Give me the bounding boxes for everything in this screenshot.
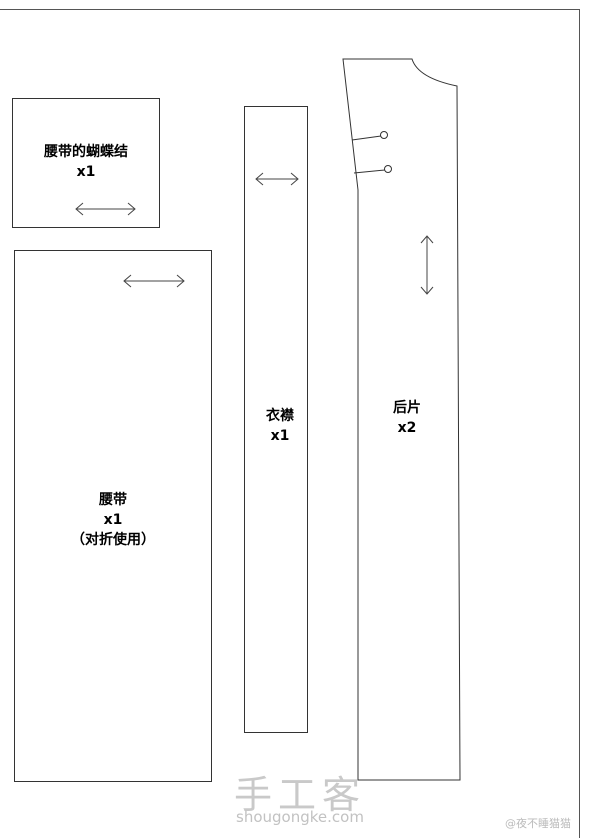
back-label: 后片 x2 bbox=[372, 398, 442, 438]
grain-arrow-bow bbox=[75, 202, 136, 216]
belt-name: 腰带 bbox=[99, 492, 127, 508]
back-qty: x2 bbox=[397, 420, 417, 436]
weibo-watermark: @夜不睡猫猫 bbox=[505, 817, 571, 830]
belt-pattern-piece bbox=[14, 250, 212, 782]
placket-name: 衣襟 bbox=[266, 408, 294, 424]
watermark-site: shougongke.com bbox=[236, 808, 364, 826]
placket-label: 衣襟 x1 bbox=[244, 406, 316, 446]
page-border-top bbox=[0, 9, 580, 10]
button-mark-1 bbox=[380, 131, 388, 139]
bow-name: 腰带的蝴蝶结 bbox=[44, 144, 128, 160]
placket-qty: x1 bbox=[270, 428, 290, 444]
watermark-title: 手工客 bbox=[233, 773, 366, 817]
back-pattern-piece bbox=[342, 58, 461, 781]
bow-label: 腰带的蝴蝶结 x1 bbox=[12, 142, 160, 182]
belt-label: 腰带 x1 （对折使用） bbox=[14, 490, 212, 550]
button-mark-line-2 bbox=[353, 169, 386, 174]
bow-qty: x1 bbox=[76, 164, 96, 180]
bow-pattern-piece bbox=[12, 98, 160, 228]
back-name: 后片 bbox=[393, 400, 421, 416]
button-mark-2 bbox=[384, 165, 392, 173]
button-mark-line-1 bbox=[351, 135, 382, 141]
grain-arrow-belt bbox=[123, 274, 185, 288]
placket-pattern-piece bbox=[244, 106, 308, 733]
page-border-right bbox=[579, 9, 580, 838]
belt-qty: x1 bbox=[103, 512, 123, 528]
belt-note: （对折使用） bbox=[71, 532, 155, 548]
grain-arrow-placket bbox=[255, 172, 299, 186]
grain-arrow-back bbox=[420, 235, 434, 295]
